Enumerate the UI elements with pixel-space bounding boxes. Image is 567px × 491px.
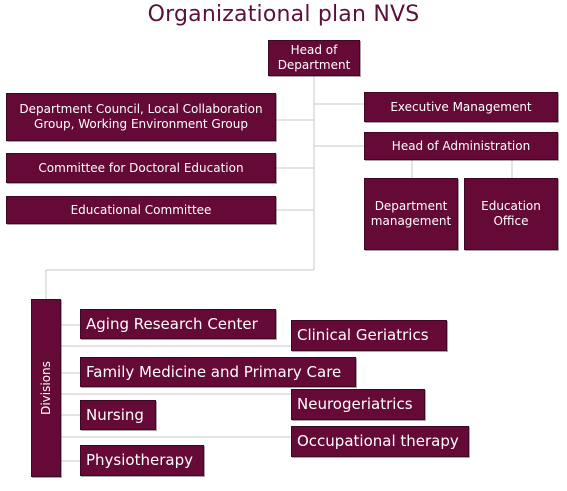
divisions-box: Divisions [31, 299, 61, 477]
head-of-administration-box: Head of Administration [364, 132, 558, 160]
divisions-label: Divisions [39, 361, 53, 415]
division-aging-research-center: Aging Research Center [80, 309, 276, 339]
council-box: Department Council, Local Collaboration … [6, 93, 276, 141]
executive-management-box: Executive Management [364, 92, 558, 122]
department-management-box: Department management [364, 178, 458, 250]
educational-committee-box: Educational Committee [6, 196, 276, 224]
education-office-box: Education Office [464, 178, 558, 250]
division-family-medicine: Family Medicine and Primary Care [80, 357, 356, 387]
division-nursing: Nursing [80, 400, 156, 430]
division-physiotherapy: Physiotherapy [80, 445, 204, 476]
division-clinical-geriatrics: Clinical Geriatrics [291, 320, 447, 351]
division-occupational-therapy: Occupational therapy [291, 426, 469, 457]
doctoral-committee-box: Committee for Doctoral Education [6, 153, 276, 183]
head-of-department-box: Head of Department [268, 40, 360, 76]
division-neurogeriatrics: Neurogeriatrics [291, 389, 425, 420]
chart-title: Organizational plan NVS [147, 2, 420, 27]
